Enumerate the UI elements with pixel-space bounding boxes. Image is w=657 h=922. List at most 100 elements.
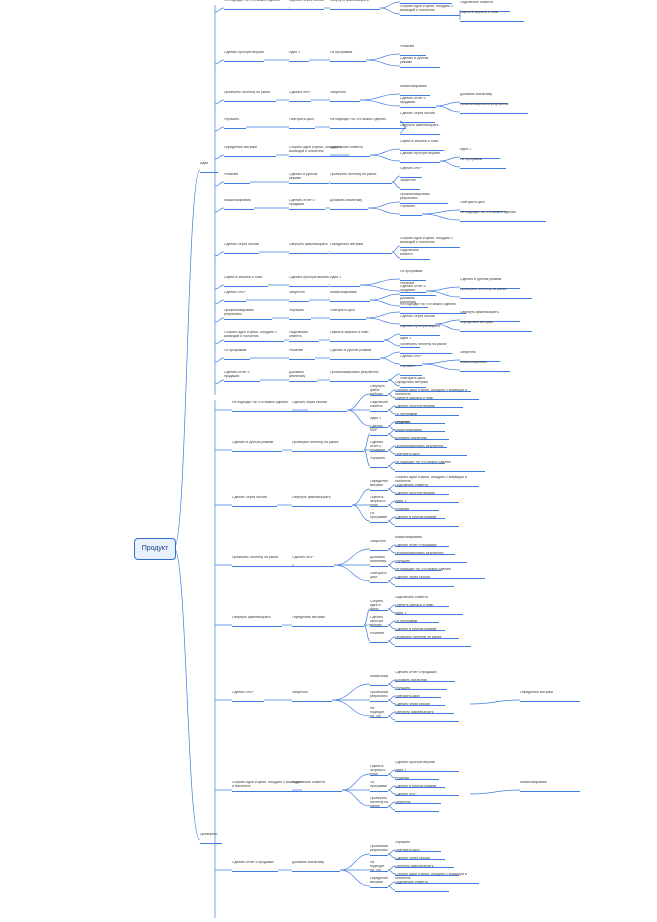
level-2-node[interactable]: Добавить аналитику <box>289 371 317 382</box>
level-4-node[interactable]: Добавить аналитику <box>400 297 428 308</box>
level-2-node[interactable]: Определить метрики <box>292 616 364 627</box>
level-5-node[interactable]: Определить метрики <box>520 691 580 702</box>
level-3-node[interactable]: Не подходит ли, что можно сделать <box>370 707 388 718</box>
level-4-node[interactable]: Определить метрики <box>395 381 471 392</box>
level-4-node[interactable]: Сделать в ручном режиме <box>395 628 459 639</box>
level-4-node[interactable]: Собрать идеи и фичи, обсудить с командой… <box>395 389 479 400</box>
level-1-node[interactable]: Сделать отчет о продажах <box>224 371 260 382</box>
level-1-node[interactable]: Решение <box>224 173 250 184</box>
level-2-node[interactable]: Сделать в ручном режиме <box>289 173 329 184</box>
level-4-node[interactable]: Масштабировать <box>400 85 430 96</box>
level-4-node[interactable]: Сделать MVP <box>400 355 422 366</box>
level-3-node[interactable]: Запустить <box>330 91 360 102</box>
level-4-node[interactable]: Сделать простую версию <box>395 492 459 503</box>
level-3-node[interactable]: Сделать простую версию <box>370 616 388 627</box>
level-4-node[interactable]: Добавить аналитику <box>395 679 447 690</box>
level-4-node[interactable]: Добавить аналитику <box>395 437 447 448</box>
level-4-node[interactable]: Запустить <box>395 801 439 812</box>
level-4-node[interactable]: По программе <box>400 270 426 281</box>
level-3-node[interactable]: Проанализировать результаты <box>330 371 388 382</box>
level-4-node[interactable]: Масштабировать <box>395 536 449 547</box>
level-4-node[interactable]: Сделать простую версию <box>395 761 459 772</box>
level-4-node[interactable]: Не подходит ли, что можно сделать <box>400 303 466 314</box>
level-3-node[interactable]: Свернуть файл/выбрать <box>370 385 388 396</box>
level-3-node[interactable]: Оценить затраты и план <box>370 496 388 507</box>
level-1-node[interactable]: Проверить гипотезу на рынке <box>232 556 294 567</box>
level-4-node[interactable]: Решение <box>395 508 445 519</box>
level-3-node[interactable]: Повторить цикл <box>330 309 366 320</box>
level-3-node[interactable]: Не подходит ли, что можно сделать <box>330 118 406 129</box>
level-5-node[interactable]: Добавить аналитику <box>460 93 508 104</box>
level-4-node[interactable]: Оценить затраты и план <box>395 604 463 615</box>
level-4-node[interactable]: Идея 1 <box>395 500 439 511</box>
level-1-node[interactable]: Свернуть файл/выбрать <box>232 616 282 627</box>
level-1-node[interactable]: Сделать через сессии <box>224 243 259 254</box>
level-2-node[interactable]: Идея 1 <box>289 51 309 62</box>
level-1-node[interactable]: Проанализировать результаты <box>224 309 272 320</box>
level-2-node[interactable]: Сделать MVP <box>292 556 334 567</box>
level-3-node[interactable]: Идея 1 <box>330 276 360 287</box>
level-2-node[interactable]: Решение <box>289 349 315 360</box>
level-4-node[interactable]: Сделать в ручном режиме <box>395 785 459 796</box>
level-1-node[interactable]: Проверить гипотезу на рынке <box>224 91 276 102</box>
level-4-node[interactable]: Решение <box>395 777 445 788</box>
level-4-node[interactable]: Сделать отчет о продажах <box>400 285 436 296</box>
level-3-node[interactable]: Собрать идеи и фичи, обсудить с командой… <box>370 600 388 611</box>
level-4-node[interactable]: Собрать идеи и фичи, обсудить с командой… <box>400 237 460 248</box>
level-2-node[interactable]: Свернуть файл/выбрать <box>289 243 329 254</box>
level-4-node[interactable]: Подключить клиента <box>400 249 430 260</box>
level-4-node[interactable]: Проверить гипотезу на рынке <box>400 343 452 354</box>
level-2-node[interactable]: Свернуть файл/выбрать <box>292 496 352 507</box>
level-3-node[interactable]: Оценить затраты и план <box>370 765 388 776</box>
level-4-node[interactable]: Решение <box>400 45 426 56</box>
level-4-node[interactable]: Сделать в ручном режиме <box>400 57 440 68</box>
level-4-node[interactable]: Проанализировать результаты <box>395 445 467 456</box>
level-4-node[interactable]: Подключить клиента <box>395 881 449 892</box>
level-3-node[interactable]: По программе <box>370 512 388 523</box>
level-4-node[interactable]: Идея 1 <box>395 769 439 780</box>
level-3-node[interactable]: Запустить <box>370 540 388 551</box>
level-4-node[interactable]: Масштабировать <box>395 429 449 440</box>
level-1-node[interactable]: Сделать MVP <box>232 691 264 702</box>
level-4-node[interactable]: Запустить <box>400 179 420 190</box>
level-2-node[interactable]: Повторить цикл <box>289 118 315 129</box>
level-4-node[interactable]: Сделать через сессии <box>400 315 435 326</box>
level-3-node[interactable]: Определить метрики <box>330 243 392 254</box>
level-4-node[interactable]: Сделать отчет о продажах <box>395 671 455 682</box>
level-3-node[interactable]: Оценить затраты и план <box>330 331 384 342</box>
branch-node[interactable]: Идеи <box>200 162 218 173</box>
level-4-node[interactable]: Сделать через сессии <box>395 857 454 868</box>
level-4-node[interactable]: Определить метрики <box>400 0 452 4</box>
level-2-node[interactable]: Запустить <box>289 291 309 302</box>
level-4-node[interactable]: Решение <box>400 282 426 293</box>
level-2-node[interactable]: Сделать отчет о продажах <box>289 199 325 210</box>
level-4-node[interactable]: Повторить цикл <box>395 695 445 706</box>
level-4-node[interactable]: Сделать через сессии <box>395 576 454 587</box>
level-4-node[interactable]: Повторить цикл <box>395 849 445 860</box>
level-1-node[interactable]: Не подходит ли, что можно сделать <box>224 0 290 10</box>
level-4-node[interactable]: Проанализировать результаты <box>395 552 467 563</box>
level-5-node[interactable]: Оценить затраты и план <box>460 11 524 22</box>
level-3-node[interactable]: По программе <box>370 781 388 792</box>
level-4-node[interactable]: Повторить цикл <box>400 377 426 388</box>
level-4-node[interactable]: Оценить затраты и план <box>400 140 444 151</box>
level-2-node[interactable]: Подключить клиента <box>292 781 342 792</box>
level-5-node[interactable]: Проверить гипотезу на рынке <box>460 288 532 299</box>
level-3-node[interactable]: Масштабировать <box>330 291 370 302</box>
root-node[interactable]: Продукт <box>134 538 176 560</box>
level-1-node[interactable]: Сделать в ручном режиме <box>232 441 282 452</box>
level-4-node[interactable]: Сделать через сессии <box>395 703 454 714</box>
level-3-node[interactable]: Подключить клиента <box>330 146 370 157</box>
level-4-node[interactable]: Свернуть файл/выбрать <box>400 124 440 135</box>
level-4-node[interactable]: По программе <box>395 620 445 631</box>
level-4-node[interactable]: Сделать простую версию <box>400 325 440 336</box>
level-2-node[interactable]: Сделать через сессии <box>292 401 347 412</box>
level-4-node[interactable]: Сделать в ручном режиме <box>395 516 459 527</box>
level-4-node[interactable]: Улучшить <box>395 687 441 698</box>
level-2-node[interactable]: Сделать через сессии <box>289 0 324 10</box>
level-4-node[interactable]: Сделать отчет о продажах <box>400 97 436 108</box>
level-4-node[interactable]: Собрать идеи и фичи, обсудить с командой… <box>400 5 460 16</box>
level-3-node[interactable]: Определить метрики <box>370 480 388 491</box>
level-4-node[interactable]: Идея 1 <box>395 612 439 623</box>
